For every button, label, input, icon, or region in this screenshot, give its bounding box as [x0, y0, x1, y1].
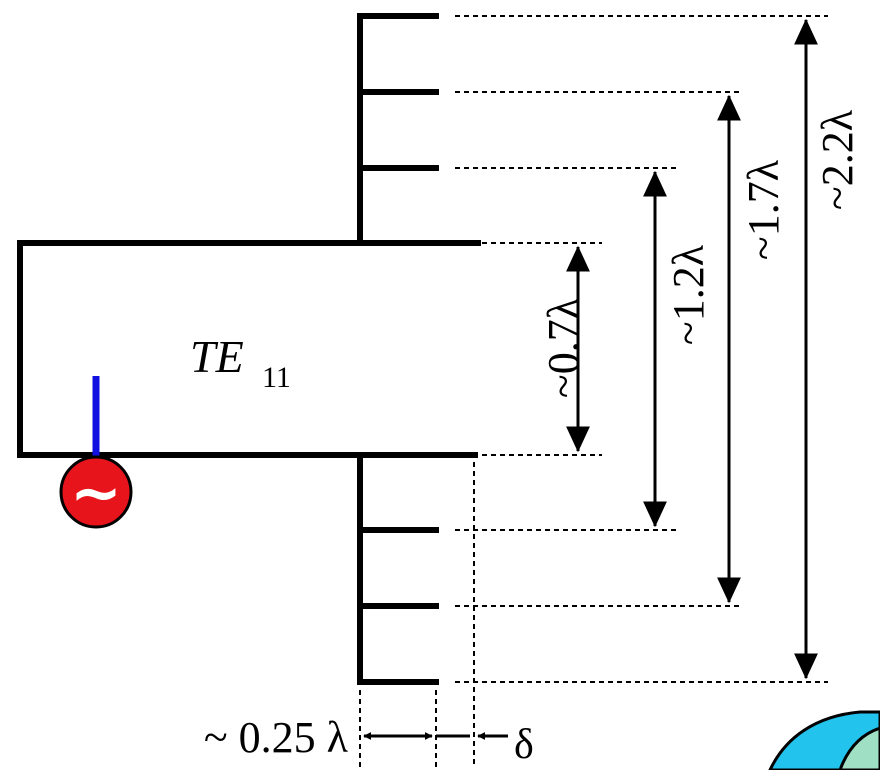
label-gap-delta: δ [514, 722, 534, 768]
waveguide [17, 240, 481, 458]
source-tilde: ~ [70, 456, 122, 529]
mode-label-subscript: 11 [262, 361, 291, 394]
label-1-7: ~1.7λ [739, 159, 788, 260]
source-circle [59, 455, 133, 529]
mode-label: TE [190, 331, 244, 382]
label-2-2: ~2.2λ [813, 109, 862, 210]
extension-lines [359, 15, 828, 768]
partial-feed-shape [768, 710, 880, 770]
label-1-2: ~1.2λ [664, 244, 713, 345]
mode-label-base: TE [190, 331, 244, 382]
flange-upper [357, 13, 439, 246]
label-corrugation-depth: ~ 0.25 λ [204, 713, 349, 762]
flange-lower [357, 452, 439, 685]
label-0-7: ~0.7λ [539, 297, 588, 398]
dimension-arrows [566, 18, 818, 680]
